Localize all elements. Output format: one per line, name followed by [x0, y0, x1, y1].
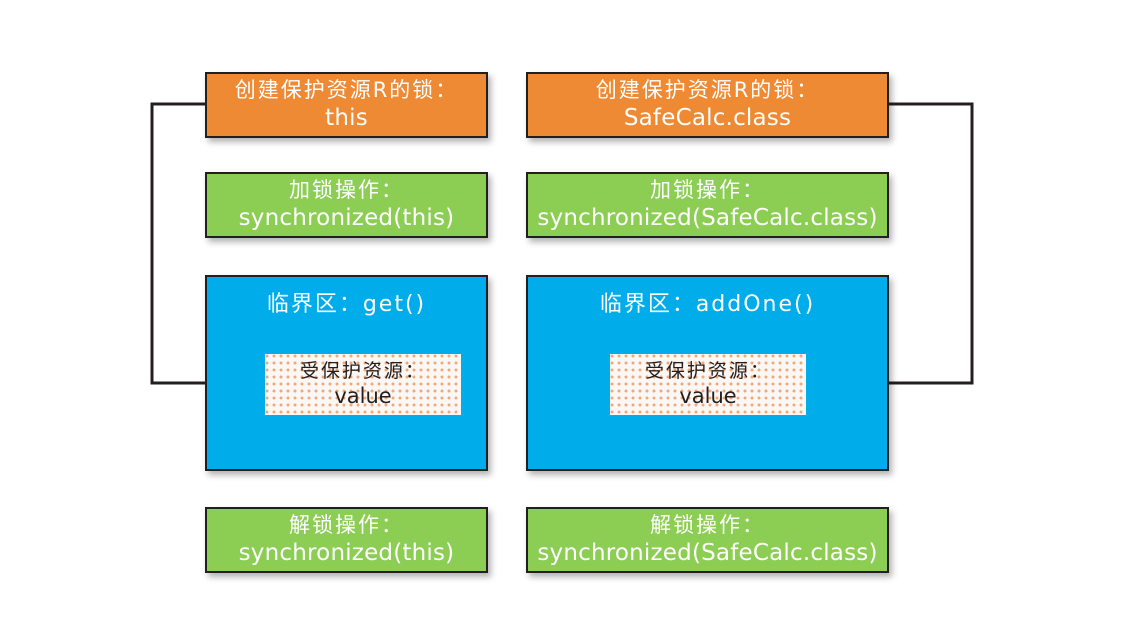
- unlock-operation-left-line2: synchronized(this): [238, 539, 455, 566]
- lock-creation-box-right[interactable]: 创建保护资源R的锁： SafeCalc.class: [526, 72, 889, 138]
- unlock-operation-left-line1: 解锁操作：: [289, 512, 404, 537]
- lock-operation-right-line2: synchronized(SafeCalc.class): [537, 204, 878, 231]
- critical-section-left-title: 临界区：get(): [266, 292, 427, 317]
- lock-operation-box-left[interactable]: 加锁操作： synchronized(this): [205, 172, 488, 238]
- lock-creation-right-line2: SafeCalc.class: [623, 104, 792, 131]
- lock-creation-left-line1: 创建保护资源R的锁：: [234, 77, 459, 102]
- protected-resource-left-line2: value: [334, 384, 392, 409]
- lock-operation-box-right[interactable]: 加锁操作： synchronized(SafeCalc.class): [526, 172, 889, 238]
- lock-operation-left-line2: synchronized(this): [238, 204, 455, 231]
- lock-operation-left-line1: 加锁操作：: [289, 177, 404, 202]
- lock-creation-right-line1: 创建保护资源R的锁：: [595, 77, 820, 102]
- protected-resource-right-line1: 受保护资源：: [644, 359, 771, 382]
- protected-resource-box-right[interactable]: 受保护资源： value: [610, 354, 806, 415]
- lock-creation-box-left[interactable]: 创建保护资源R的锁： this: [205, 72, 488, 138]
- unlock-operation-right-line1: 解锁操作：: [650, 512, 765, 537]
- unlock-operation-right-line2: synchronized(SafeCalc.class): [537, 539, 878, 566]
- protected-resource-left-line1: 受保护资源：: [299, 359, 426, 382]
- protected-resource-right-line2: value: [679, 384, 737, 409]
- lock-creation-left-line2: this: [325, 104, 368, 131]
- critical-section-right-title: 临界区：addOne(): [599, 292, 816, 317]
- protected-resource-box-left[interactable]: 受保护资源： value: [265, 354, 461, 415]
- critical-section-box-right[interactable]: 临界区：addOne(): [526, 275, 889, 471]
- unlock-operation-box-right[interactable]: 解锁操作： synchronized(SafeCalc.class): [526, 507, 889, 573]
- lock-operation-right-line1: 加锁操作：: [650, 177, 765, 202]
- arrow-right-lock-to-resource: [809, 102, 974, 393]
- unlock-operation-box-left[interactable]: 解锁操作： synchronized(this): [205, 507, 488, 573]
